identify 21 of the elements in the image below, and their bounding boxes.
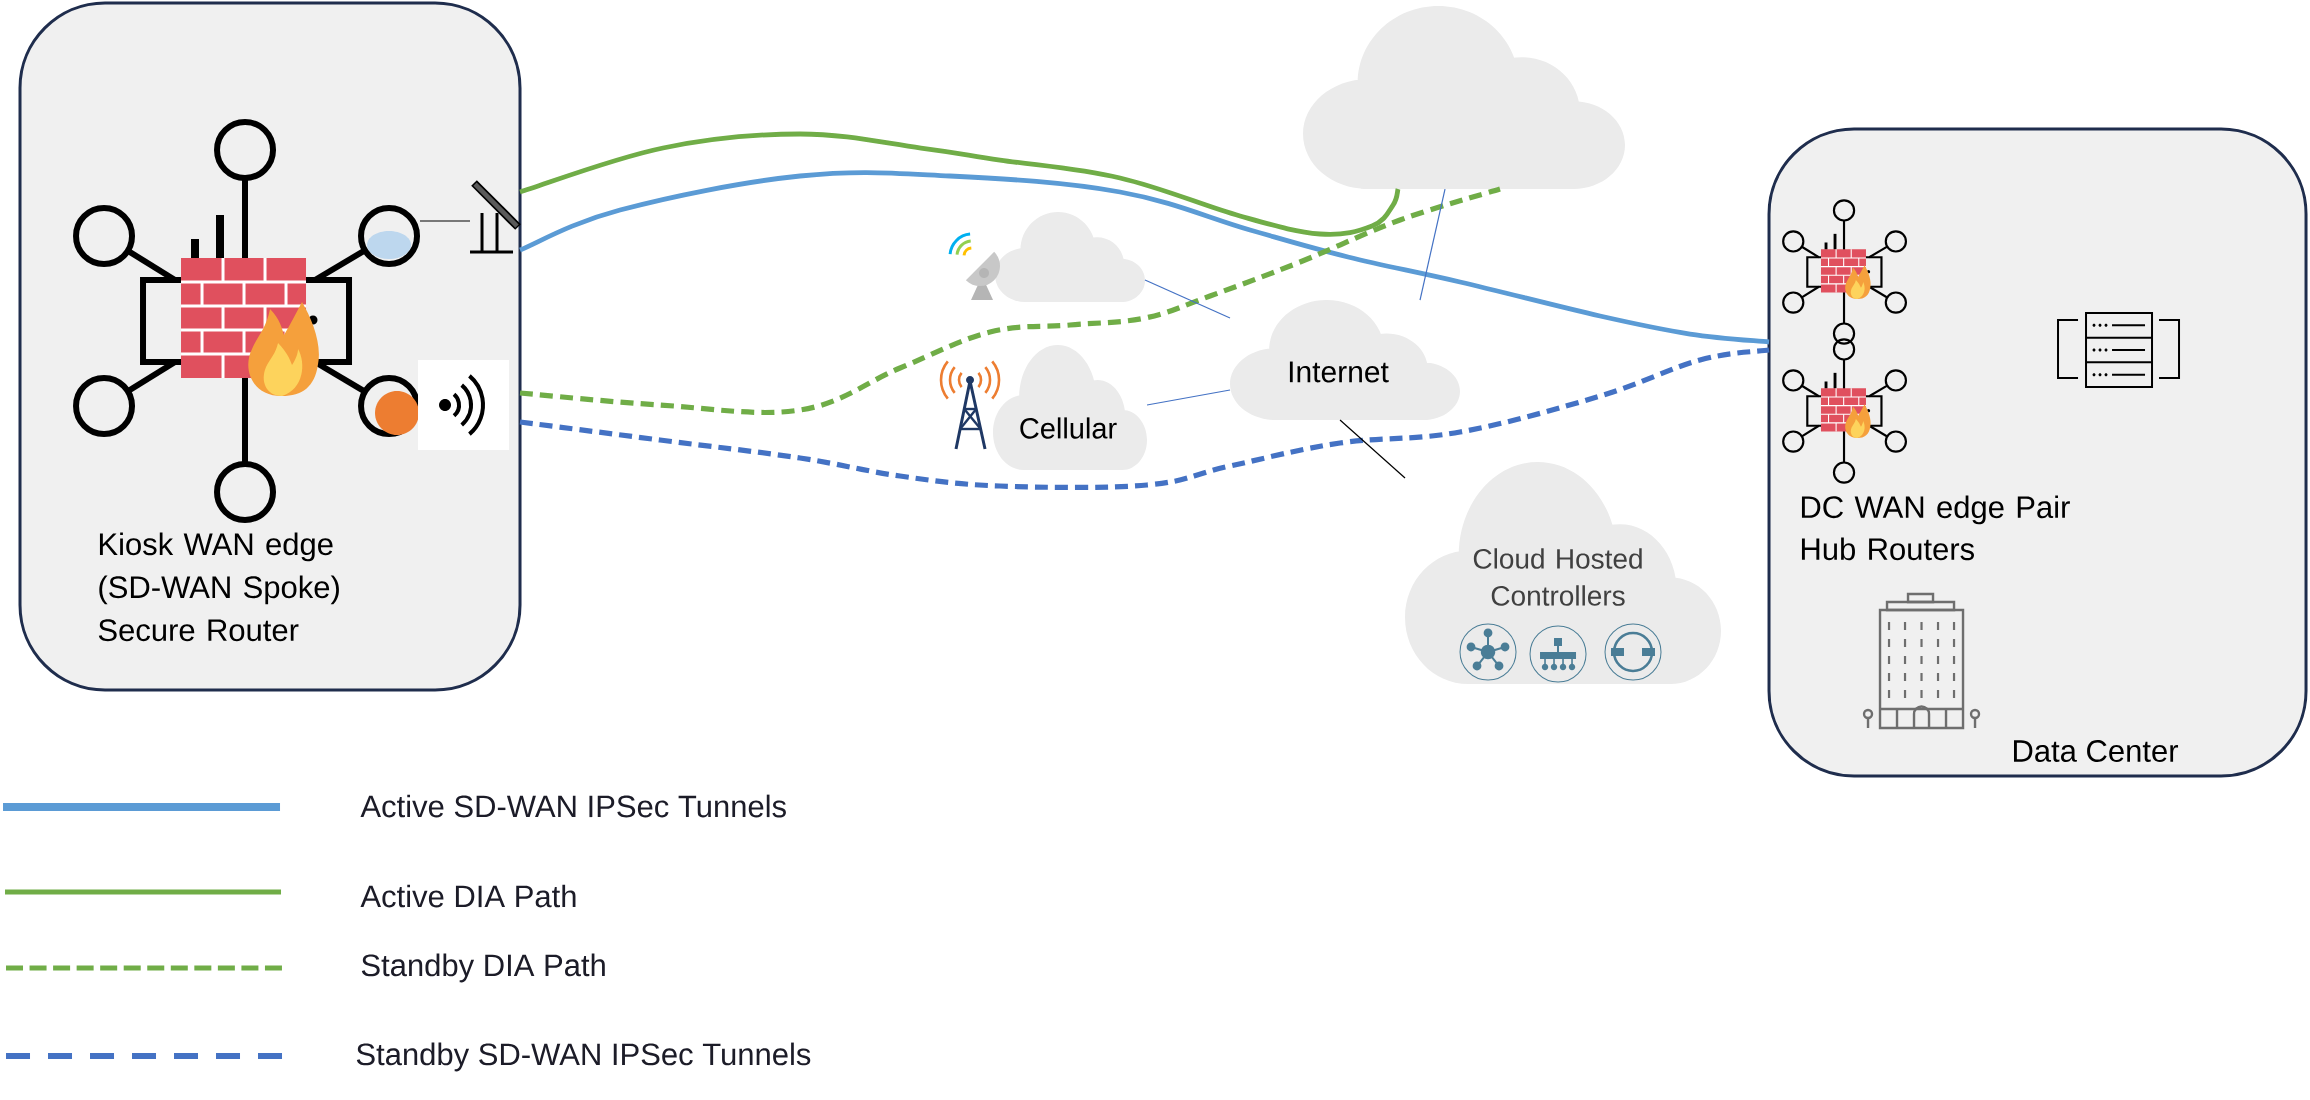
dashed-line xyxy=(519,186,1501,416)
legend-label: Active SD-WAN IPSec Tunnels xyxy=(360,794,786,818)
connector-line xyxy=(1419,188,1446,301)
cloud xyxy=(995,212,1145,302)
connector-line xyxy=(419,220,471,222)
cloud xyxy=(1303,6,1625,189)
antenna-icon xyxy=(470,180,521,254)
connector-line xyxy=(1339,419,1406,479)
connector-line xyxy=(1146,389,1231,406)
legend-label: Standby SD-WAN IPSec Tunnels xyxy=(356,1042,811,1072)
cloud: Cloud Hosted Controllers xyxy=(1405,462,1721,684)
dashed-line xyxy=(519,347,1770,491)
legend-label: Active DIA Path xyxy=(360,884,576,908)
connector-line xyxy=(1144,279,1231,319)
cloud: Cellular xyxy=(993,345,1147,470)
curved-line xyxy=(519,170,1770,345)
curved-line xyxy=(519,131,1401,237)
router-icon xyxy=(73,119,420,523)
legend-label: Standby DIA Path xyxy=(361,953,605,983)
rounded-panel: DC WAN edge Pair Hub Routers Data Center xyxy=(1767,127,2308,778)
cloud: Internet xyxy=(1230,300,1460,420)
